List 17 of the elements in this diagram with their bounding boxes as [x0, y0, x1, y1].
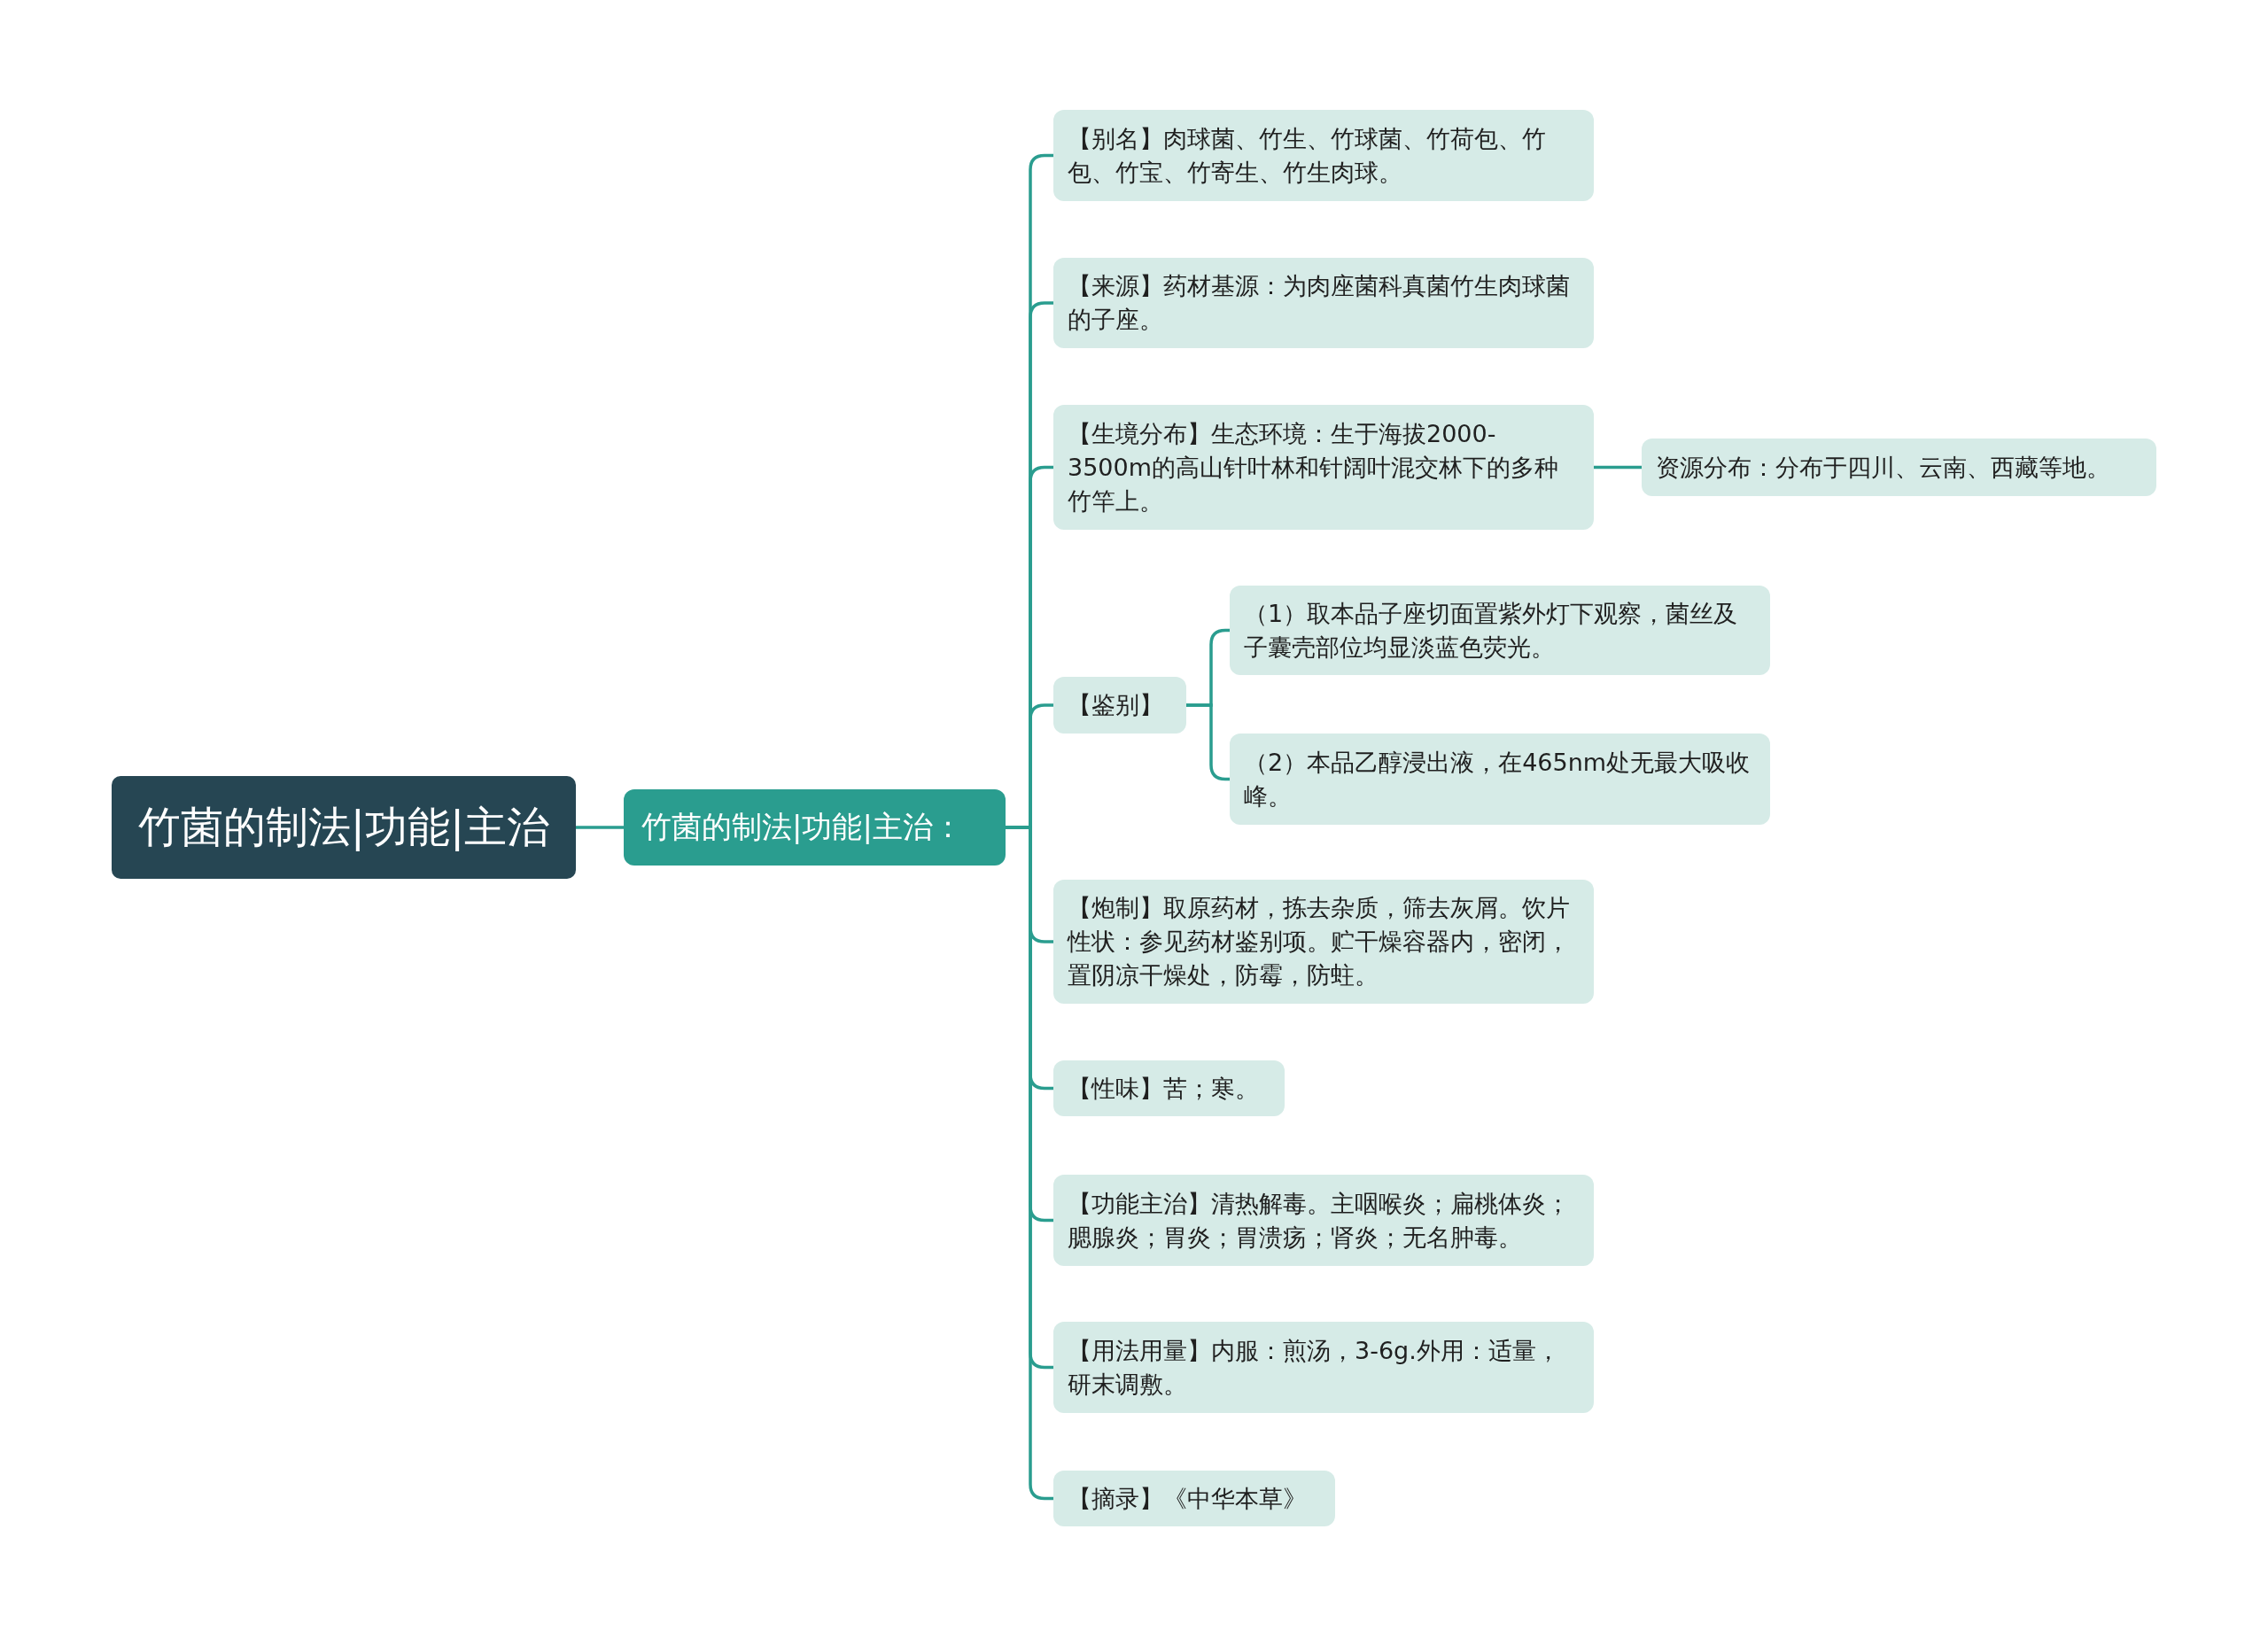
main-topic-box: 竹菌的制法|功能|主治： — [624, 789, 1006, 866]
subtopic-box: 【用法用量】内服：煎汤，3-6g.外用：适量，研末调敷。 — [1053, 1322, 1594, 1413]
central-topic-box: 竹菌的制法|功能|主治 — [112, 776, 576, 879]
subtopic-box: 【鉴别】 — [1053, 677, 1186, 734]
subtopic-box: 【摘录】《中华本草》 — [1053, 1471, 1335, 1526]
connector-line — [1186, 703, 1230, 781]
subtopic-box: 【生境分布】生态环境：生于海拔2000-3500m的高山针叶林和针阔叶混交林下的多种竹竿上。 — [1053, 405, 1594, 530]
subtopic-box: 资源分布：分布于四川、云南、西藏等地。 — [1642, 439, 2156, 496]
subtopic-box: 【功能主治】清热解毒。主咽喉炎；扁桃体炎；腮腺炎；胃炎；胃溃疡；肾炎；无名肿毒。 — [1053, 1175, 1594, 1266]
subtopic-box: （2）本品乙醇浸出液，在465nm处无最大吸收峰。 — [1230, 734, 1770, 825]
subtopic-box: 【炮制】取原药材，拣去杂质，筛去灰屑。饮片性状：参见药材鉴别项。贮干燥容器内，密闭，置阴凉干燥处，防霉，防蛀。 — [1053, 880, 1594, 1004]
subtopic-box: 【来源】药材基源：为肉座菌科真菌竹生肉球菌的子座。 — [1053, 258, 1594, 348]
subtopic-box: （1）取本品子座切面置紫外灯下观察，菌丝及子囊壳部位均显淡蓝色荧光。 — [1230, 586, 1770, 675]
subtopic-box: 【别名】肉球菌、竹生、竹球菌、竹荷包、竹包、竹宝、竹寄生、竹生肉球。 — [1053, 110, 1594, 201]
connector-line — [576, 826, 624, 829]
subtopic-box: 【性味】苦；寒。 — [1053, 1060, 1285, 1116]
connector-line — [1594, 465, 1642, 470]
